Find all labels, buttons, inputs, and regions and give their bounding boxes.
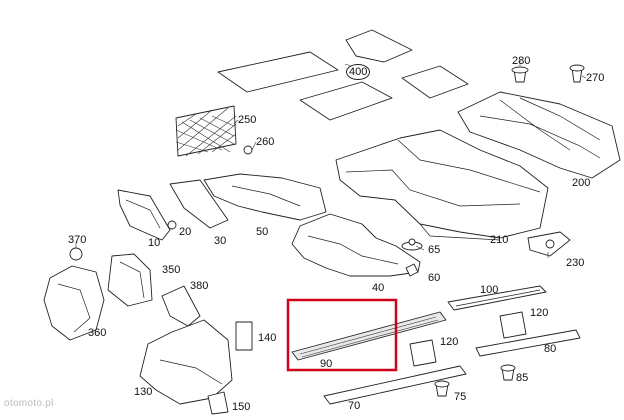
fasteners-75-85[interactable] <box>434 364 516 397</box>
sill-strip-90[interactable] <box>291 311 447 361</box>
callout-280: 280 <box>512 55 531 67</box>
callout-30: 30 <box>214 235 227 247</box>
callout-360: 360 <box>88 327 107 339</box>
carpet-210[interactable] <box>335 129 549 241</box>
side-panels[interactable] <box>117 173 327 241</box>
callout-370: 370 <box>68 234 87 246</box>
callout-210: 210 <box>490 234 509 246</box>
wheel-arch-liner-40[interactable] <box>291 213 421 277</box>
fasteners-270-280[interactable] <box>511 64 585 83</box>
callout-130: 130 <box>134 386 153 398</box>
leader-lines <box>75 60 587 258</box>
clips-60-65[interactable] <box>401 238 423 277</box>
trim-130-140-150[interactable] <box>139 319 253 415</box>
trim-380[interactable] <box>161 285 201 327</box>
callout-270: 270 <box>586 72 605 84</box>
callout-150: 150 <box>232 401 251 413</box>
callout-140: 140 <box>258 332 277 344</box>
highlight-box-90 <box>286 298 398 372</box>
callout-200: 200 <box>572 177 591 189</box>
watermark: otomoto.pl <box>4 398 54 409</box>
carpet-200[interactable] <box>457 91 621 179</box>
callout-80: 80 <box>544 343 557 355</box>
callout-380: 380 <box>190 280 209 292</box>
callout-230: 230 <box>566 257 585 269</box>
sill-strips[interactable] <box>323 285 581 405</box>
callout-50: 50 <box>256 226 269 238</box>
callout-10: 10 <box>148 237 161 249</box>
callout-90: 90 <box>320 358 333 370</box>
callout-40: 40 <box>372 282 385 294</box>
callout-60: 60 <box>428 272 441 284</box>
callout-250: 250 <box>238 114 257 126</box>
trim-pieces-left[interactable] <box>43 247 153 341</box>
cargo-net-250[interactable] <box>175 105 253 157</box>
floor-mats-400[interactable] <box>217 29 469 121</box>
callout-65: 65 <box>428 244 441 256</box>
clips-120[interactable] <box>409 311 527 367</box>
callout-20: 20 <box>179 226 192 238</box>
callout-100: 100 <box>480 284 499 296</box>
callout-75: 75 <box>454 391 467 403</box>
callout-70: 70 <box>348 400 361 412</box>
callout-120-center: 120 <box>440 336 459 348</box>
callout-350: 350 <box>162 264 181 276</box>
callout-400: 400 <box>346 64 371 80</box>
callout-260: 260 <box>256 136 275 148</box>
callout-120-right: 120 <box>530 307 549 319</box>
clip-230[interactable] <box>527 231 571 257</box>
callout-85: 85 <box>516 372 529 384</box>
